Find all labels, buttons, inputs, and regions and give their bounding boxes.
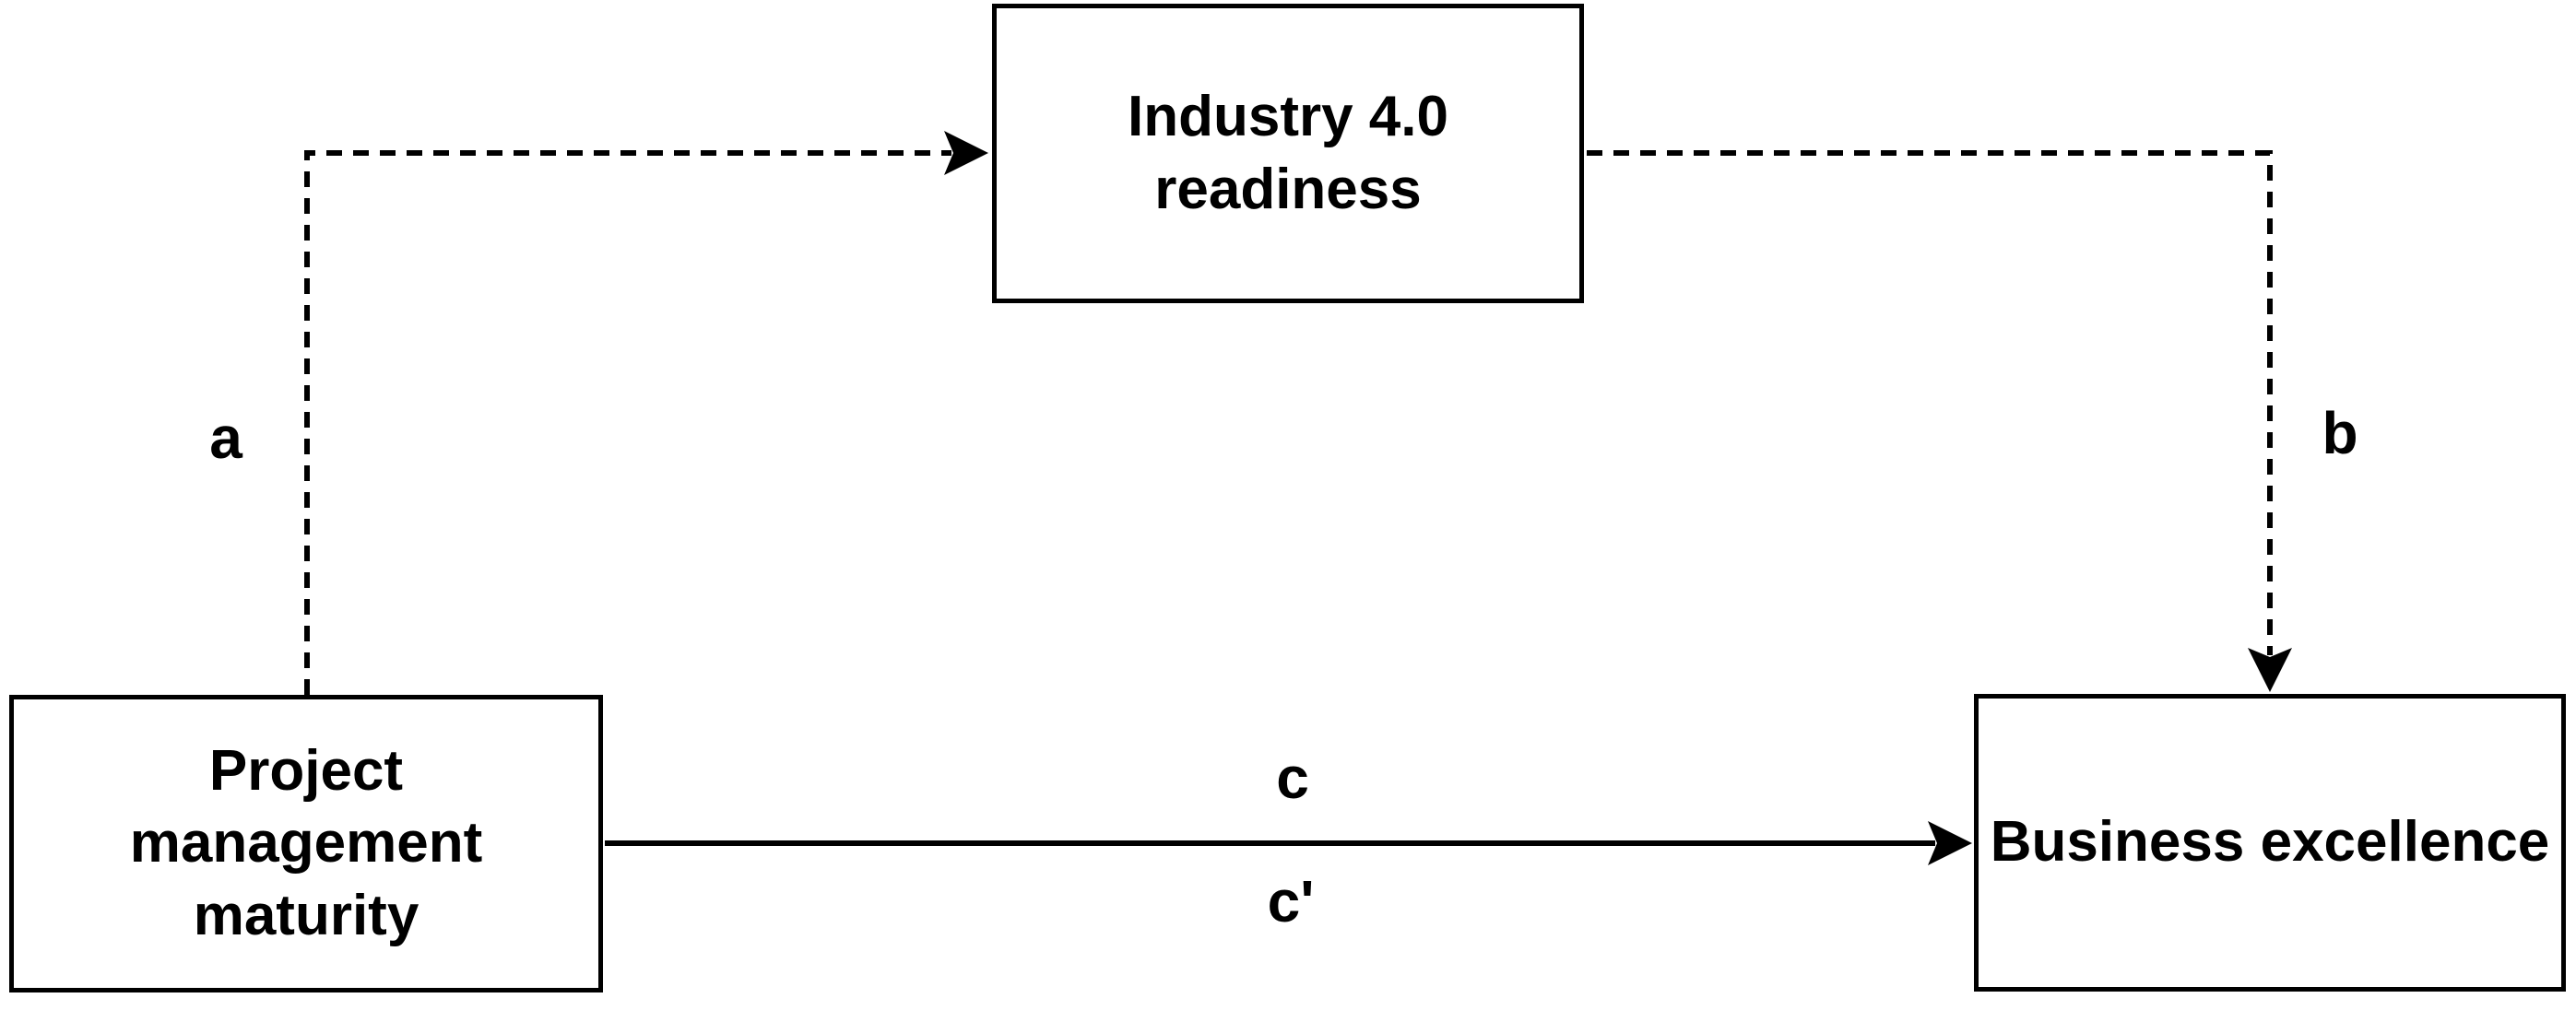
node-industry-4-0-readiness: Industry 4.0 readiness [992,4,1584,303]
node-industry-4-0-readiness-label: Industry 4.0 readiness [1128,85,1448,221]
node-business-excellence: Business excellence [1974,694,2566,992]
edge-a-line [304,150,951,695]
edge-label-b: b [2322,400,2358,466]
edge-a-arrowhead [944,131,988,175]
node-project-management-maturity: Project management maturity [9,695,603,992]
edge-label-c: c [1276,745,1309,811]
edge-b-arrowhead [2248,648,2292,692]
edge-label-a: a [209,405,242,471]
edge-b-line [1587,150,2273,655]
edge-c-arrowhead [1928,821,1972,865]
node-project-management-maturity-label: Project management maturity [129,739,483,947]
edge-label-c-prime: c' [1267,868,1315,934]
node-business-excellence-label: Business excellence [1990,810,2550,875]
